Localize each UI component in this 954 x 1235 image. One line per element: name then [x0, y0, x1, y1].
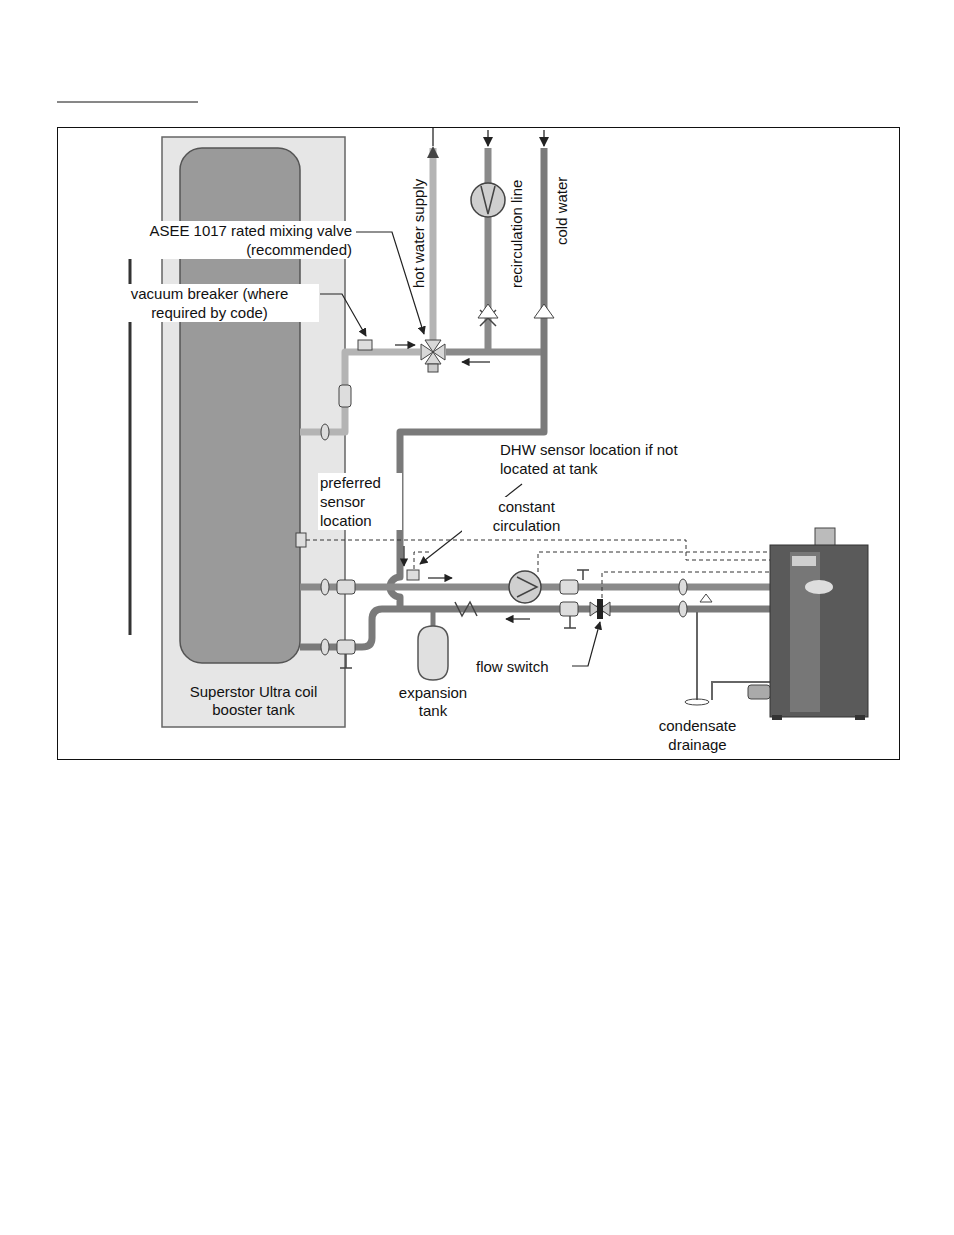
callout-label: condensate drainage	[638, 716, 757, 754]
callout-label: DHW sensor location if not located at ta…	[498, 440, 682, 478]
expansion-tank: expansion tank	[388, 626, 478, 726]
node-label: Superstor Ultra coil booster tank	[174, 683, 333, 719]
pipe-label: cold water	[553, 175, 571, 247]
callout-label: ASEE 1017 rated mixing valve (recommende…	[118, 221, 354, 259]
pipe-label: hot water supply	[410, 177, 428, 290]
node-label: expansion tank	[390, 684, 476, 720]
pipe-label: recirculation line	[508, 178, 526, 290]
callout-label: constant circulation	[462, 497, 591, 535]
callout-label: vacuum breaker (where required by code)	[100, 284, 319, 322]
callout-label: flow switch	[474, 657, 551, 676]
callout-label: preferred sensor location	[318, 473, 402, 530]
